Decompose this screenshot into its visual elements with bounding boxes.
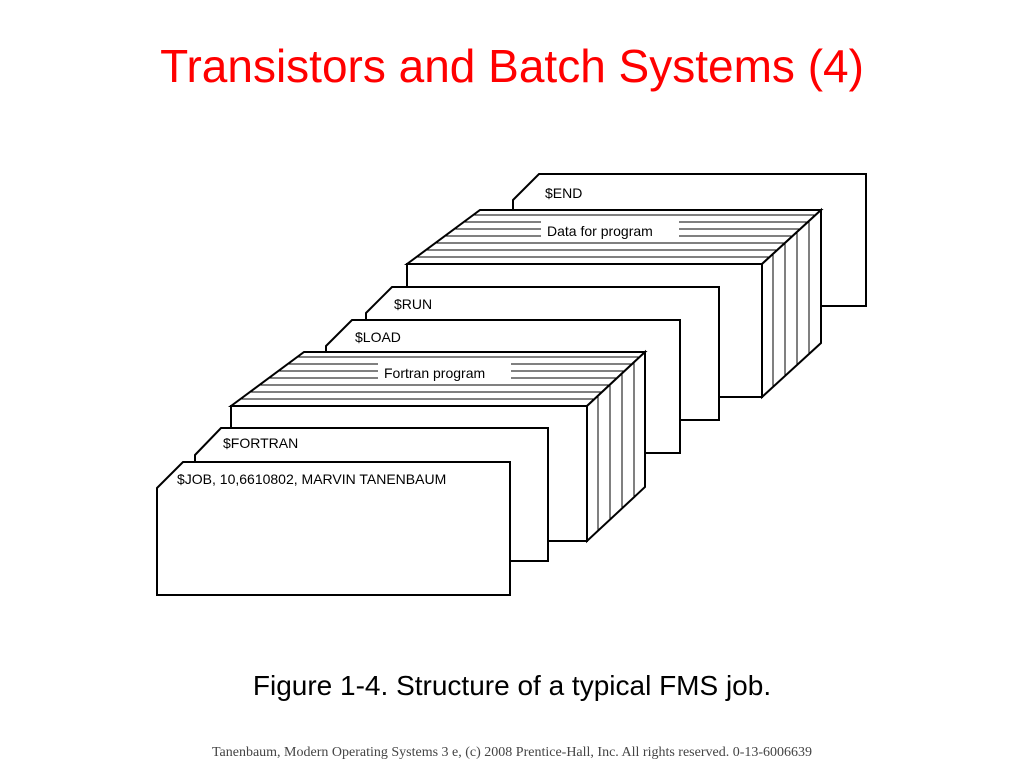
job-card-label: $JOB, 10,6610802, MARVIN TANENBAUM xyxy=(177,471,446,487)
data-deck-card-edges xyxy=(416,214,816,387)
end-card-label: $END xyxy=(545,185,582,201)
figure-caption: Figure 1-4. Structure of a typical FMS j… xyxy=(252,670,772,701)
slide-title: Transistors and Batch Systems (4) xyxy=(160,40,864,92)
run-card-label: $RUN xyxy=(394,296,432,312)
copyright-footer: Tanenbaum, Modern Operating Systems 3 e,… xyxy=(211,745,813,760)
load-card-label: $LOAD xyxy=(355,329,401,345)
fortran-deck-card-edges xyxy=(240,356,640,531)
job-card xyxy=(156,461,511,596)
fortran-deck-label: Fortran program xyxy=(384,365,485,381)
data-deck-label: Data for program xyxy=(547,223,653,239)
fortran-card-label: $FORTRAN xyxy=(223,435,298,451)
